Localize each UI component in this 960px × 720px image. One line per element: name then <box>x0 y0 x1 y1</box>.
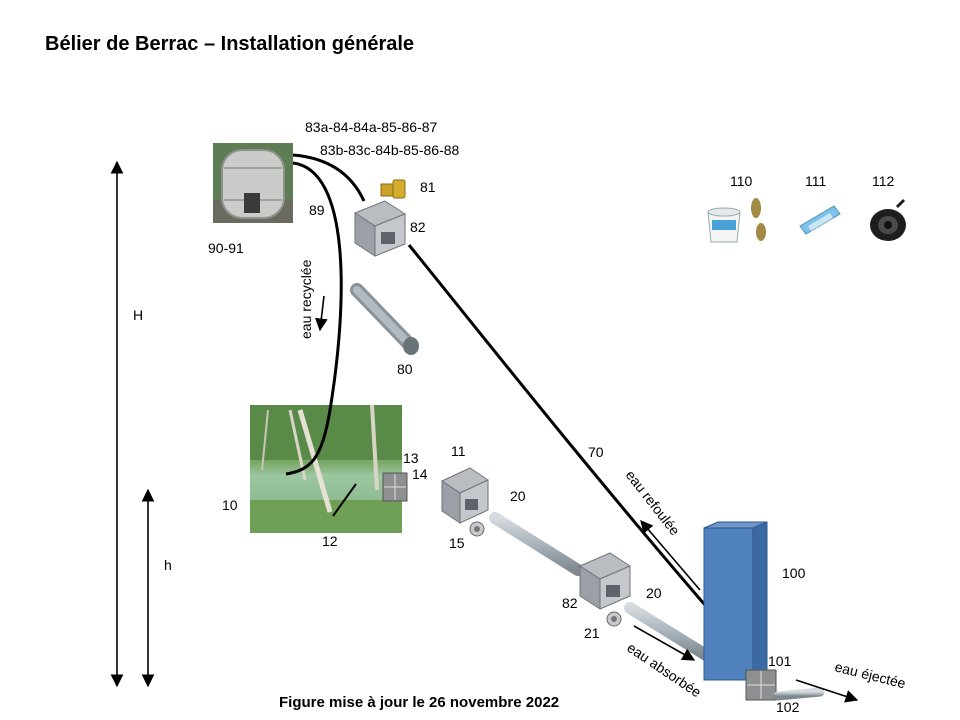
part-label-20-upper: 20 <box>510 488 526 504</box>
part-label-110: 110 <box>730 173 753 189</box>
height-H-label: H <box>133 307 143 323</box>
tank-parts-list-1: 83a-84-84a-85-86-87 <box>305 119 438 135</box>
part-label-112: 112 <box>872 173 895 189</box>
brass-fitting-81-icon <box>381 180 405 198</box>
junction-box-82-bottom <box>580 553 630 609</box>
part-label-82-top: 82 <box>410 219 426 235</box>
part-label-90-91: 90-91 <box>208 240 244 256</box>
flow-label-recycled: eau recyclée <box>298 259 314 339</box>
flow-label-pumped: eau refoulée <box>623 467 684 538</box>
outlet-pipe-102 <box>778 692 820 696</box>
height-h-label: h <box>164 557 172 573</box>
pipe-80-image <box>357 290 419 355</box>
recycle-flow-arrow <box>320 296 324 330</box>
valve-15-icon <box>470 522 484 536</box>
hydraulic-ram-100 <box>704 522 767 680</box>
drive-pipe-20-upper <box>495 518 578 570</box>
part-label-21: 21 <box>584 625 600 641</box>
valve-21-icon <box>607 612 621 626</box>
part-label-11: 11 <box>451 443 466 459</box>
part-label-13: 13 <box>403 450 419 466</box>
part-label-12: 12 <box>322 533 338 549</box>
outlet-box-101-icon <box>746 670 776 700</box>
part-label-10: 10 <box>222 497 238 513</box>
accessory-110-icon <box>708 198 766 242</box>
part-label-15: 15 <box>449 535 465 551</box>
part-label-100: 100 <box>782 565 806 581</box>
junction-box-82-top <box>355 201 405 256</box>
junction-box-11 <box>442 468 488 523</box>
accessory-112-icon <box>870 200 906 241</box>
accessory-111-icon <box>800 206 840 234</box>
flow-label-ejected: eau éjectée <box>833 658 907 691</box>
tank-parts-list-2: 83b-83c-84b-85-86-88 <box>320 142 460 158</box>
part-label-111: 111 <box>805 173 826 189</box>
part-label-89: 89 <box>309 202 325 218</box>
part-label-82-bottom: 82 <box>562 595 578 611</box>
tank-image <box>213 143 293 223</box>
part-label-102: 102 <box>776 699 800 715</box>
part-label-101: 101 <box>768 653 792 669</box>
part-label-81: 81 <box>420 179 436 195</box>
page-title: Bélier de Berrac – Installation générale <box>45 33 414 55</box>
strainer-13-icon <box>383 473 407 501</box>
part-label-14: 14 <box>412 466 428 482</box>
figure-footer: Figure mise à jour le 26 novembre 2022 <box>279 694 559 711</box>
part-label-80: 80 <box>397 361 413 377</box>
part-label-70: 70 <box>588 444 604 460</box>
part-label-20-lower: 20 <box>646 585 662 601</box>
